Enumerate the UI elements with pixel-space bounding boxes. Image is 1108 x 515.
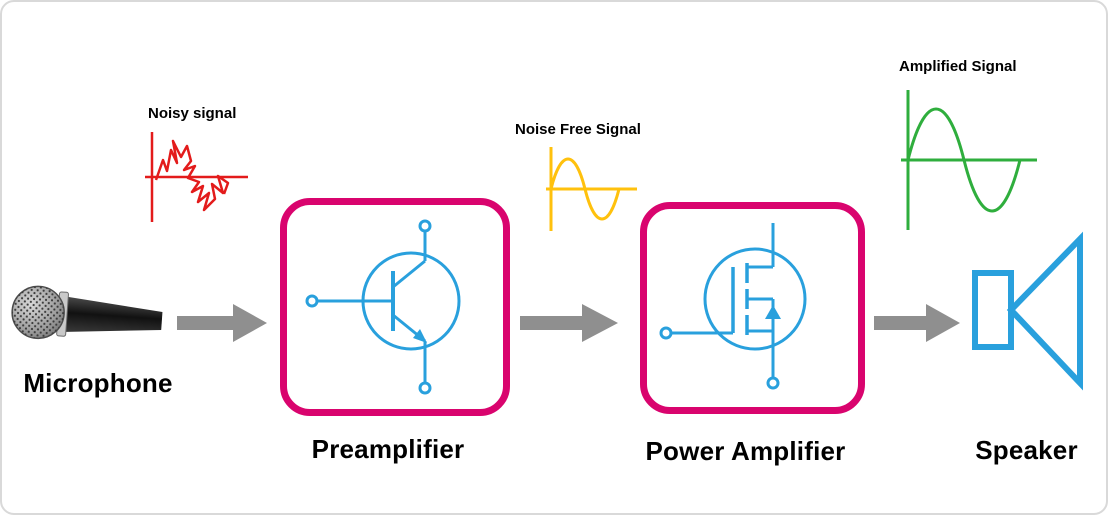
- noisy-signal-path: [154, 139, 230, 212]
- speaker-icon: [972, 231, 1083, 391]
- microphone-body: [11, 285, 163, 340]
- arrow-preamp-to-poweramp: [520, 304, 618, 342]
- transistor-collector: [392, 259, 426, 289]
- mosfet-source-terminal: [766, 376, 780, 390]
- transistor-base-terminal: [305, 294, 319, 308]
- arrow-mic-to-preamp: [177, 304, 267, 342]
- mosfet-gate-terminal: [659, 326, 673, 340]
- speaker-label: Speaker: [975, 435, 1078, 465]
- mosfet-icon: [659, 223, 807, 390]
- microphone-handle: [60, 296, 163, 333]
- preamplifier-label: Preamplifier: [311, 434, 465, 464]
- noise-free-waveform: [546, 147, 637, 231]
- noise-free-signal-label: Noise Free Signal: [515, 121, 641, 138]
- preamplifier-box: [280, 198, 510, 416]
- mosfet-arrow: [765, 305, 781, 319]
- mosfet-circle: [703, 247, 807, 351]
- amplified-sine-path: [906, 107, 1022, 213]
- arrow-shape: [520, 304, 618, 342]
- amplified-waveform: [901, 90, 1037, 230]
- noisy-signal-label: Noisy signal: [148, 105, 237, 122]
- speaker-horn: [1006, 231, 1083, 391]
- microphone-label: Microphone: [23, 368, 173, 398]
- arrow-shape: [177, 304, 267, 342]
- transistor-emitter-terminal: [418, 381, 432, 395]
- speaker-driver: [972, 270, 1014, 350]
- transistor-emitter-arrow: [413, 329, 427, 343]
- arrow-shape: [874, 304, 960, 342]
- microphone-icon: [11, 285, 163, 340]
- bjt-transistor-icon: [305, 219, 461, 395]
- power-amplifier-label: Power Amplifier: [645, 436, 846, 466]
- noisy-signal-waveform: [145, 132, 248, 222]
- microphone-mesh-dots: [12, 286, 65, 339]
- transistor-collector-terminal: [418, 219, 432, 233]
- arrow-poweramp-to-speaker: [874, 304, 960, 342]
- noise-free-sine-path: [549, 157, 621, 221]
- amplified-signal-label: Amplified Signal: [899, 58, 1017, 75]
- power-amplifier-box: [640, 202, 865, 414]
